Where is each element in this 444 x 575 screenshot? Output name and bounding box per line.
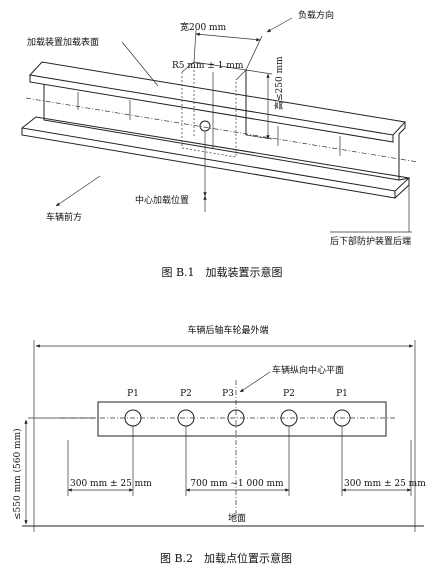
rear-guard-bar <box>97 401 387 437</box>
point-label: P1 <box>336 389 348 399</box>
ground-label: 地面 <box>228 512 246 524</box>
rear-axle-outer-label: 车辆后轴车轮最外端 <box>187 324 268 336</box>
dim-middle-label: 700 mm ~1 000 mm <box>190 479 284 489</box>
vehicle-front-label: 车辆前方 <box>46 211 82 223</box>
loading-points: P1 P2 P3 P2 P1 <box>124 389 351 427</box>
point-label: P1 <box>127 389 139 399</box>
figure-b2: 车辆后轴车轮最外端 车辆纵向中心平面 P1 P2 P3 P2 P1 <box>12 322 426 565</box>
dim-right-label: 300 mm ± 25 mm <box>344 479 426 489</box>
rear-guard-end-label: 后下部防护装置后端 <box>330 235 411 247</box>
loading-device <box>181 61 247 158</box>
load-direction-label: 负载方向 <box>298 9 334 21</box>
figure-b1-caption: 图 B.1 加载装置示意图 <box>161 265 282 279</box>
center-load-point <box>199 120 211 132</box>
channel-beam <box>20 61 419 199</box>
height-limit-label: ≤550 mm (560 mm) <box>12 428 23 520</box>
center-load-position-label: 中心加载位置 <box>135 194 189 206</box>
loading-surface-label: 加载装置加载表面 <box>27 36 99 48</box>
radius-label: R5 mm ± 1 mm <box>172 61 244 71</box>
figure-b2-caption: 图 B.2 加载点位置示意图 <box>160 551 292 565</box>
point-label: P2 <box>283 389 295 399</box>
longitudinal-plane-label: 车辆纵向中心平面 <box>272 364 344 376</box>
point-label: P3 <box>222 389 234 399</box>
width-label: 宽200 mm <box>180 21 227 33</box>
figure-b1: 宽200 mm 负载方向 加载装置加载表面 R5 mm ± 1 mm 高≤250… <box>20 9 419 279</box>
dim-left-label: 300 mm ± 25 mm <box>70 479 152 489</box>
height-label: 高≤250 mm <box>273 56 285 110</box>
point-label: P2 <box>180 389 192 399</box>
loading-point-p3 <box>227 409 245 427</box>
